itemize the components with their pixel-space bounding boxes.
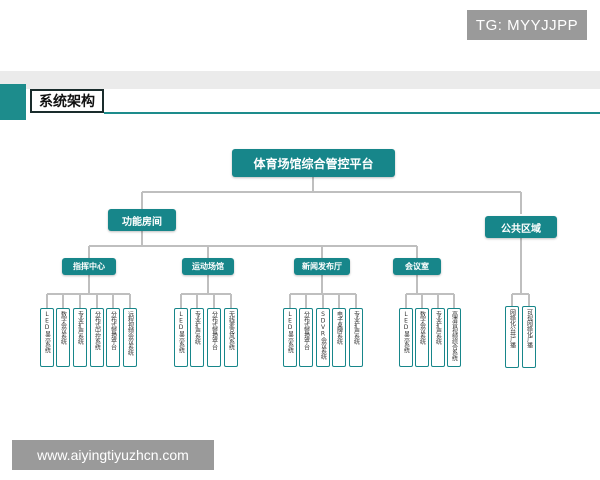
leaf-sdvr-conference: SDVR会议系统 (316, 308, 330, 367)
watermark-top: TG: MYYJJPP (467, 10, 587, 40)
leaf-hd-av-integrated: 高清音视频综合系统 (447, 308, 461, 367)
leaf-distributed-platform: 分布式管理平台 (106, 308, 120, 367)
node-public-area: 公共区域 (485, 216, 557, 238)
watermark-bottom: www.aiyingtiyuzhcn.com (12, 440, 214, 470)
node-press-hall: 新闻发布厅 (294, 258, 350, 275)
node-function-rooms: 功能房间 (108, 209, 176, 231)
section-underline (104, 112, 600, 114)
leaf-electronic-nameplate: 电子桌牌系统 (332, 308, 346, 367)
node-root: 体育场馆综合管控平台 (232, 149, 395, 177)
leaf-visual-network-broadcast: 可视网络化广播 (522, 306, 536, 368)
leaf-digital-conference: 数字会议系统 (415, 308, 429, 367)
leaf-pro-audio: 专业扩声系统 (349, 308, 363, 367)
leaf-led-display: LED显示系统 (283, 308, 297, 367)
node-sports-venue: 运动场馆 (182, 258, 234, 275)
section-band (0, 71, 600, 89)
section-title: 系统架构 (30, 89, 104, 113)
node-meeting-room: 会议室 (393, 258, 441, 275)
leaf-led-display: LED显示系统 (174, 308, 188, 367)
leaf-remote-video-conference: 远程视频会议系统 (123, 308, 137, 367)
leaf-pro-audio: 专业扩声系统 (431, 308, 445, 367)
leaf-digital-conference: 数字会议系统 (56, 308, 70, 367)
section-accent-bar (0, 84, 26, 120)
leaf-distributed-control: 分布式中控系统 (90, 308, 104, 367)
leaf-pro-audio: 专业扩声系统 (190, 308, 204, 367)
leaf-wireless-mic: 无线麦克风系统 (224, 308, 238, 367)
leaf-led-display: LED显示系统 (399, 308, 413, 367)
leaf-distributed-platform: 分布式管理平台 (207, 308, 221, 367)
leaf-led-display: LED显示系统 (40, 308, 54, 367)
leaf-network-pa: 网络化公共广播 (505, 306, 519, 368)
leaf-pro-audio: 专业扩声系统 (73, 308, 87, 367)
leaf-distributed-platform: 分布式管理平台 (299, 308, 313, 367)
node-command-center: 指挥中心 (62, 258, 116, 275)
